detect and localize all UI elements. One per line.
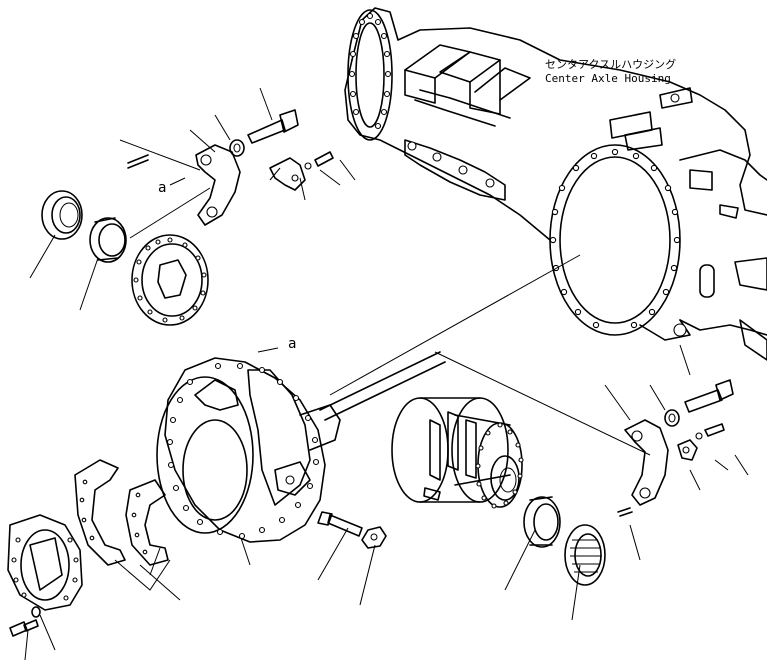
final-drive-case: a [156, 336, 446, 543]
disc-holes [133, 237, 207, 323]
center-axle-housing: センタアクスルハウジング Center Axle Housing [344, 7, 767, 361]
housing-lower-mounts [404, 139, 506, 201]
bracket [195, 144, 241, 226]
left-seal-bearing [41, 190, 209, 326]
lock-plate [269, 157, 306, 191]
washer [229, 139, 245, 157]
housing-label-jp: センタアクスルハウジング [545, 57, 676, 71]
housing-mount-blocks [404, 44, 531, 127]
shim-1 [74, 459, 126, 566]
housing-label-en: Center Axle Housing [545, 72, 671, 85]
side-flange-bolts [549, 148, 681, 329]
bolt-upper [247, 109, 299, 144]
right-seal-bearing [523, 496, 606, 586]
flange-holes [11, 537, 79, 601]
case-bolt-and-nut [317, 511, 387, 549]
pin [127, 154, 149, 169]
case-bolt-holes [166, 362, 320, 540]
shim-holes [79, 479, 148, 555]
hub-slots [423, 411, 477, 501]
small-bolt [314, 151, 334, 167]
ref-a-lower: a [288, 336, 296, 352]
hub-teeth [475, 422, 524, 509]
leader-lines [24, 87, 749, 661]
shim-2 [125, 479, 169, 566]
planetary-hub-assembly [391, 397, 524, 509]
right-bracket-parts [617, 379, 734, 517]
upper-left-parts: a [127, 109, 334, 226]
flange-bolt-holes [348, 12, 392, 130]
ref-a-upper: a [158, 180, 166, 196]
bottom-left-parts [7, 459, 171, 637]
